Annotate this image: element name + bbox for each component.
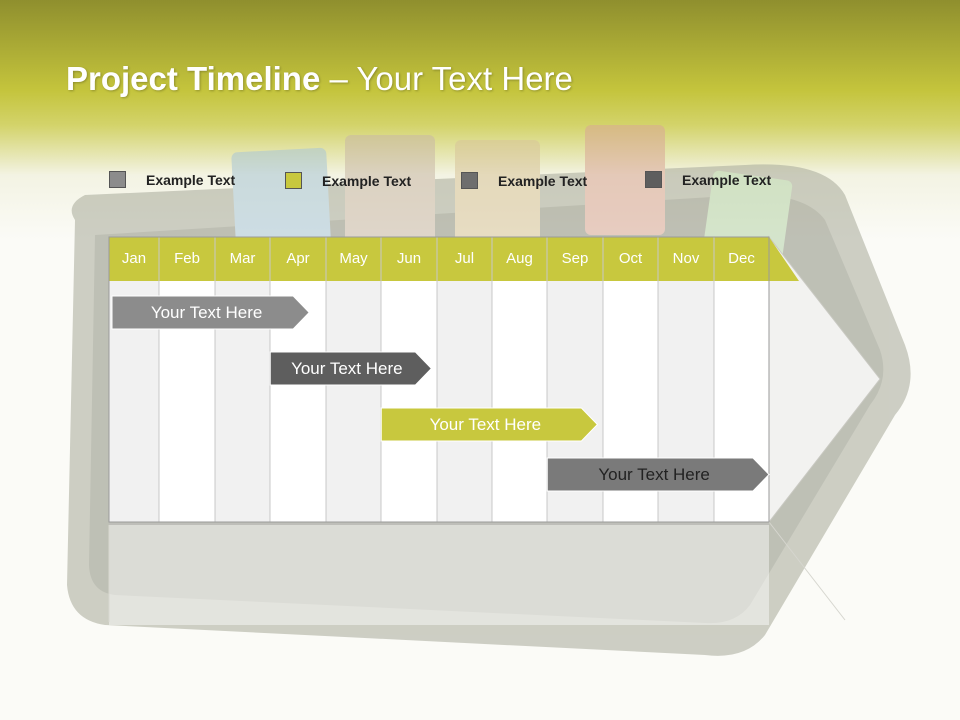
month-header-cell — [326, 237, 381, 281]
month-label-apr: Apr — [286, 250, 310, 267]
month-header-cell — [658, 237, 714, 281]
month-label-mar: Mar — [229, 250, 256, 267]
reflection-arrow-edge — [768, 521, 846, 621]
legend-swatch — [461, 172, 478, 189]
month-label-jan: Jan — [121, 250, 147, 267]
legend-swatch — [109, 171, 126, 188]
task-bar-4 — [546, 457, 770, 492]
title-bold-text: Project Timeline — [66, 60, 321, 97]
month-header-cell — [215, 237, 270, 281]
month-header-cell — [603, 237, 658, 281]
legend-label: Example Text — [146, 172, 236, 188]
month-header-cell — [159, 237, 215, 281]
legend-swatch — [285, 172, 302, 189]
month-label-aug: Aug — [506, 250, 533, 267]
timeline-reflection — [109, 525, 769, 625]
month-label-nov: Nov — [672, 250, 700, 267]
month-label-jul: Jul — [454, 250, 475, 267]
month-column — [381, 281, 437, 522]
task-bar-label-3: Your Text Here — [429, 415, 542, 434]
month-header-cell — [109, 237, 159, 281]
month-label-sep: Sep — [561, 250, 589, 267]
month-label-feb: Feb — [174, 250, 200, 267]
month-label-dec: Dec — [728, 250, 755, 267]
month-header-cell — [381, 237, 437, 281]
month-header-cell — [714, 237, 769, 281]
month-header-cell — [270, 237, 326, 281]
timeline-arrow-header — [769, 237, 799, 281]
task-bar-2 — [269, 351, 433, 386]
month-column — [437, 281, 492, 522]
month-label-oct: Oct — [618, 250, 643, 267]
task-bar-label-1: Your Text Here — [150, 303, 263, 322]
title-rest-text: – Your Text Here — [320, 60, 573, 97]
month-header-cell — [492, 237, 547, 281]
legend-label: Example Text — [498, 173, 588, 189]
task-bar-label-4: Your Text Here — [598, 465, 710, 484]
month-column — [326, 281, 381, 522]
task-bar-1 — [111, 295, 310, 330]
task-bar-label-2: Your Text Here — [291, 359, 403, 378]
month-header-cell — [437, 237, 492, 281]
month-label-jun: Jun — [396, 250, 422, 267]
legend-label: Example Text — [682, 172, 772, 188]
legend-label: Example Text — [322, 173, 412, 189]
page-title: Project Timeline – Your Text Here — [66, 60, 573, 98]
task-bar-3 — [380, 407, 599, 442]
month-column — [492, 281, 547, 522]
month-header-cell — [547, 237, 603, 281]
legend-swatch — [645, 171, 662, 188]
month-label-may: May — [339, 250, 368, 267]
timeline-frame — [108, 236, 770, 523]
